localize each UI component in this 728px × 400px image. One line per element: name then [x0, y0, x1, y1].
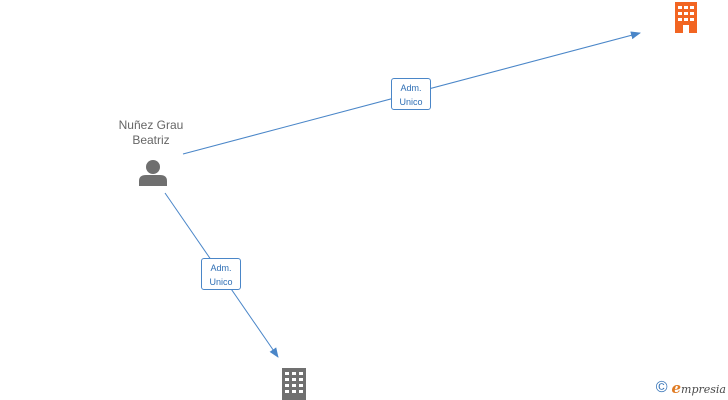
building-icon[interactable]: [282, 368, 306, 400]
person-name-label[interactable]: Nuñez Grau Beatriz: [118, 118, 184, 147]
relation-label: Adm. Unico: [201, 258, 241, 290]
building-icon[interactable]: [675, 2, 697, 33]
relation-label: Adm. Unico: [391, 78, 431, 110]
brand-footer: © empresia: [656, 379, 726, 397]
copyright-icon: ©: [655, 379, 668, 396]
brand-logo[interactable]: empresia: [671, 379, 726, 397]
person-icon[interactable]: [139, 160, 167, 186]
